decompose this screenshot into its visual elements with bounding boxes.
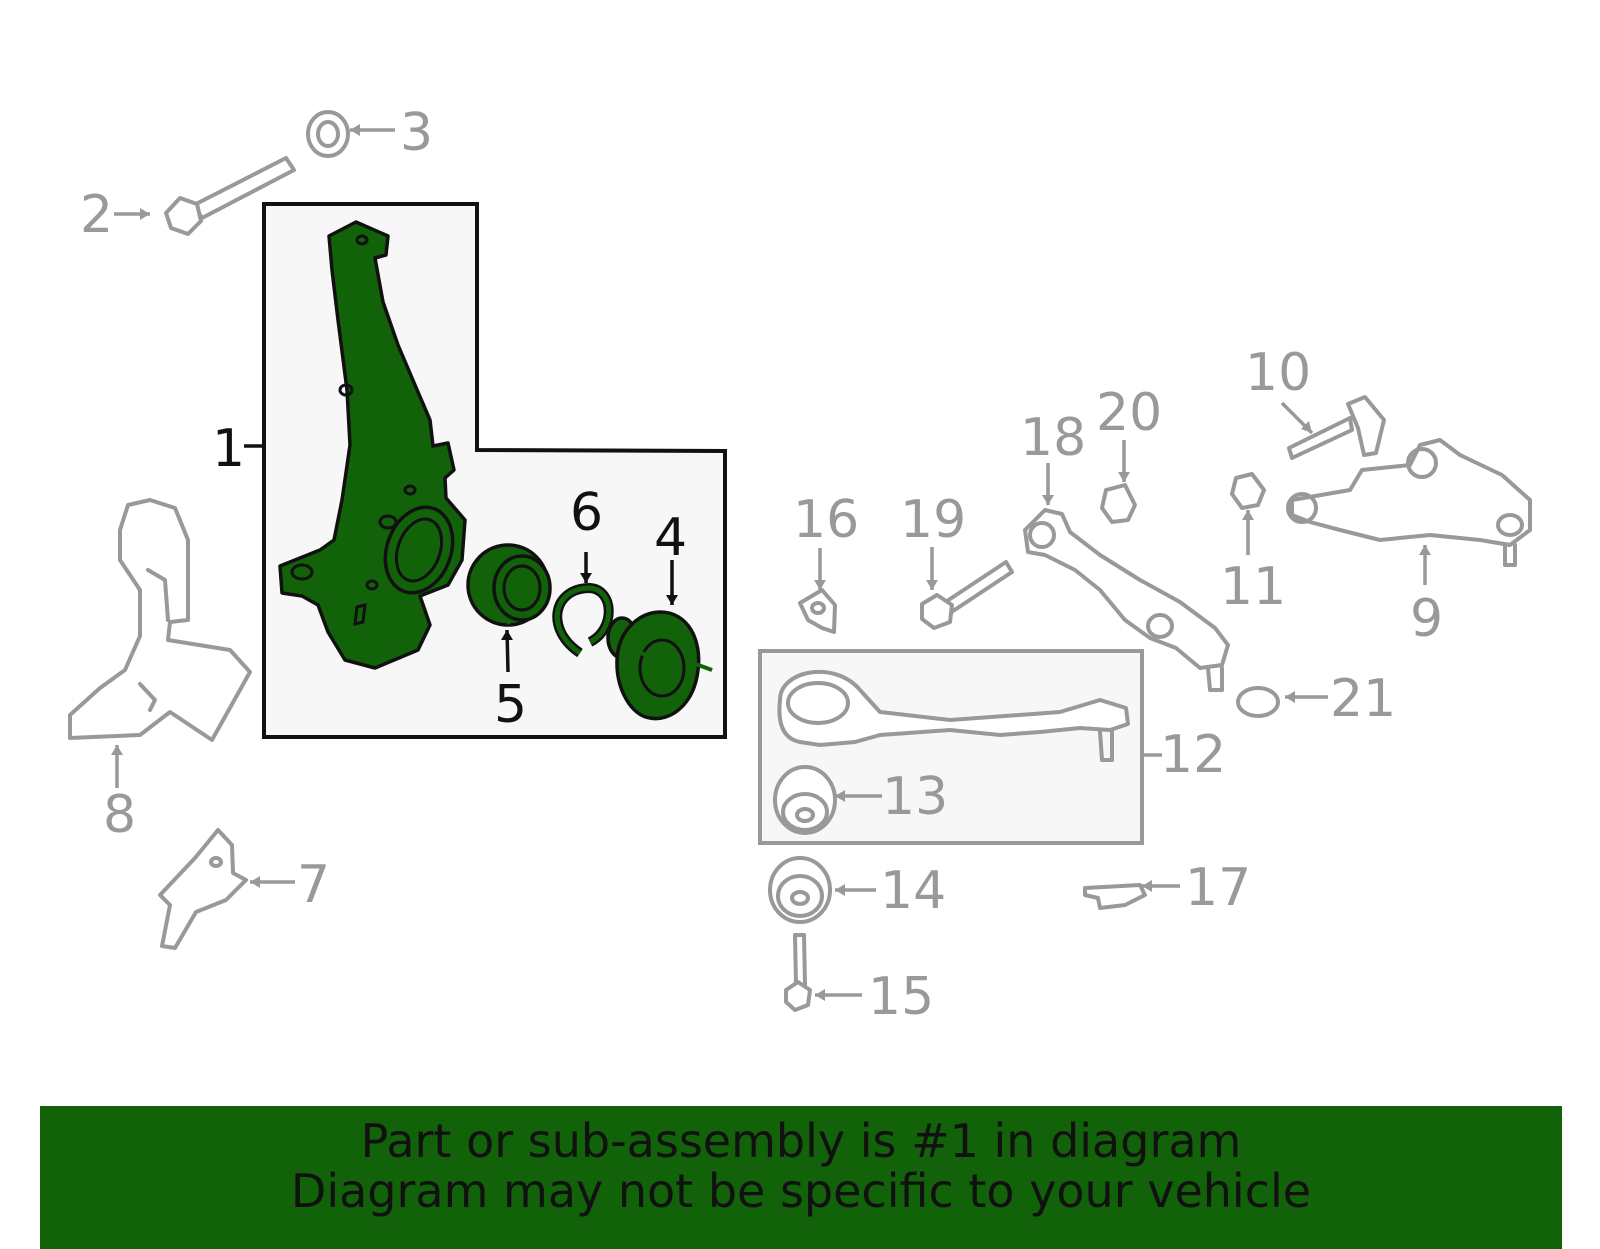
splash-shield-part-8 bbox=[68, 498, 252, 742]
callout-12: 12 bbox=[1160, 725, 1226, 785]
callout-16: 16 bbox=[793, 490, 859, 550]
nut-part-20 bbox=[1100, 483, 1137, 524]
callout-13: 13 bbox=[882, 767, 948, 827]
bolt-part-2 bbox=[164, 156, 296, 236]
callout-1: 1 bbox=[212, 419, 245, 479]
callout-2: 2 bbox=[80, 185, 113, 245]
callout-20: 20 bbox=[1096, 383, 1162, 443]
washer-part-21 bbox=[1236, 686, 1280, 718]
callout-7: 7 bbox=[297, 855, 330, 915]
callout-17: 17 bbox=[1185, 858, 1251, 918]
lower-arm-part-18 bbox=[1023, 508, 1230, 692]
bushing-part-13 bbox=[773, 765, 837, 835]
banner-line-2: Diagram may not be specific to your vehi… bbox=[290, 1164, 1312, 1218]
callout-5: 5 bbox=[494, 675, 527, 735]
callout-18: 18 bbox=[1020, 408, 1086, 468]
callout-6: 6 bbox=[570, 483, 603, 543]
callout-14: 14 bbox=[880, 861, 946, 921]
bolt-part-15 bbox=[784, 933, 812, 1012]
upper-control-arm-part-9 bbox=[1286, 438, 1532, 567]
bracket-part-7 bbox=[158, 828, 248, 950]
wheel-hub-part[interactable] bbox=[606, 610, 713, 721]
callout-15: 15 bbox=[868, 967, 934, 1027]
nut-part-3 bbox=[306, 110, 350, 158]
steering-knuckle-part[interactable] bbox=[278, 220, 467, 670]
banner-line-1: Part or sub-assembly is #1 in diagram bbox=[360, 1114, 1242, 1168]
callout-11: 11 bbox=[1220, 557, 1286, 617]
pad-part-17 bbox=[1083, 883, 1147, 910]
callout-8: 8 bbox=[103, 785, 136, 845]
bolt-part-19 bbox=[920, 560, 1014, 630]
callout-21: 21 bbox=[1330, 669, 1396, 729]
wheel-bearing-part[interactable] bbox=[466, 543, 552, 627]
nut-part-11 bbox=[1230, 472, 1266, 510]
info-banner: Part or sub-assembly is #1 in diagram Di… bbox=[40, 1106, 1562, 1249]
clip-part-16 bbox=[798, 588, 837, 634]
bolt-part-10 bbox=[1287, 395, 1386, 460]
callout-9: 9 bbox=[1410, 589, 1443, 649]
callout-19: 19 bbox=[900, 490, 966, 550]
callout-10: 10 bbox=[1245, 343, 1311, 403]
lower-arm-part-12 bbox=[777, 669, 1130, 762]
bushing-part-14 bbox=[768, 856, 832, 924]
leader-lines bbox=[111, 124, 1431, 1001]
callout-3: 3 bbox=[400, 103, 433, 163]
callout-4: 4 bbox=[654, 508, 687, 568]
